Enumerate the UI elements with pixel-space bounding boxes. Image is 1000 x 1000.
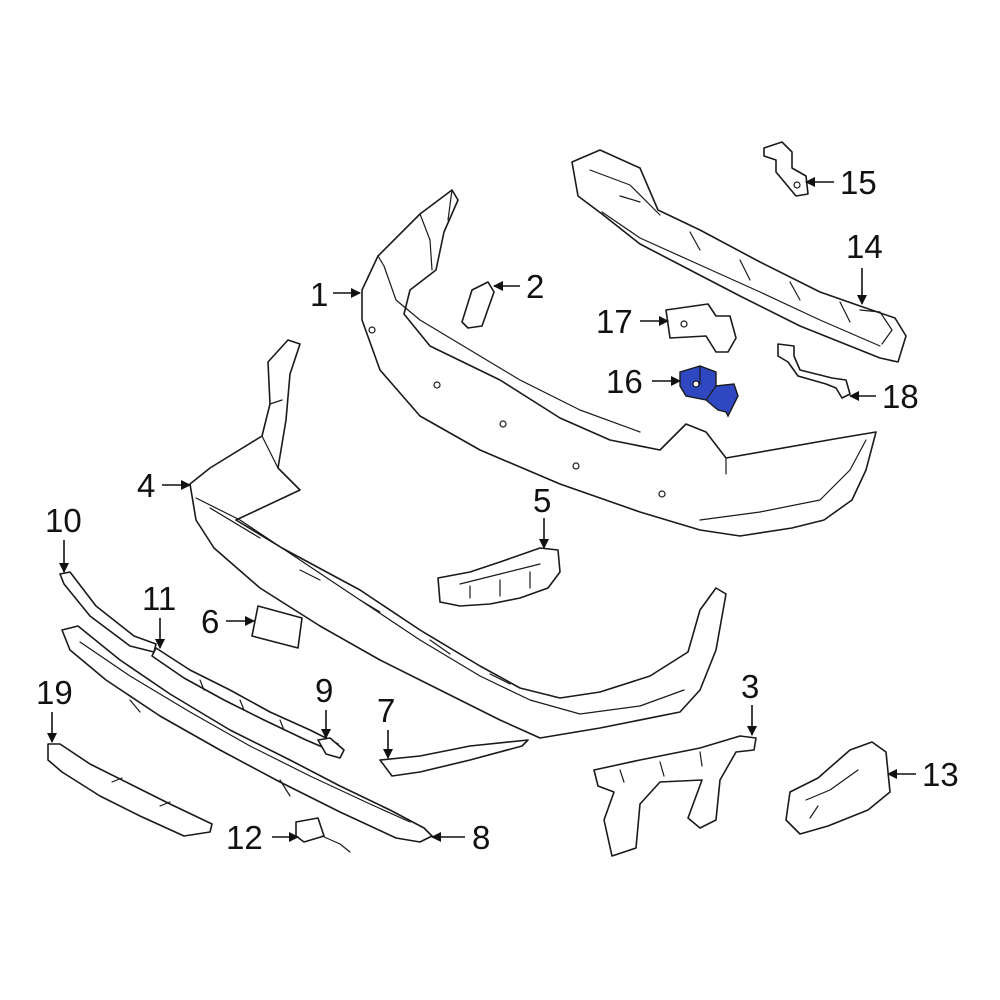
part-16-highlighted-bracket [679, 365, 739, 418]
part-9-connector [317, 737, 345, 759]
part-7-trim [379, 739, 529, 777]
callout-8: 8 [472, 819, 490, 856]
part-5-bracket [437, 547, 561, 607]
callout-18: 18 [882, 378, 919, 415]
callout-14: 14 [846, 228, 883, 265]
callout-4: 4 [137, 467, 155, 504]
part-2-clip [461, 281, 495, 329]
callout-1: 1 [310, 276, 328, 313]
part-14-reinforcement-bar [571, 149, 907, 363]
callout-10: 10 [45, 502, 82, 539]
callout-6: 6 [201, 603, 219, 640]
callout-16: 16 [606, 363, 643, 400]
part-17-bracket [665, 303, 737, 353]
part-1-bumper-cover [361, 189, 877, 537]
part-13-bracket [785, 741, 891, 835]
callout-9: 9 [315, 672, 333, 709]
callout-labels: 1 2 3 4 5 6 7 8 9 10 11 12 13 14 15 16 1… [36, 164, 959, 856]
callout-7: 7 [377, 692, 395, 729]
callout-17: 17 [596, 303, 633, 340]
leader-lines [47, 177, 916, 842]
callout-15: 15 [840, 164, 877, 201]
callout-11: 11 [142, 580, 176, 617]
callout-12: 12 [226, 819, 263, 856]
part-12-sensor [295, 817, 351, 853]
part-19-reflector [47, 743, 213, 837]
callout-3: 3 [741, 668, 759, 705]
part-4-lower-bumper-cover [189, 339, 727, 739]
callout-5: 5 [533, 482, 551, 519]
callout-13: 13 [922, 756, 959, 793]
callout-2: 2 [526, 268, 544, 305]
part-6-plate [251, 605, 303, 649]
part-18-bracket [777, 343, 851, 399]
part-3-bracket [593, 735, 757, 857]
part-15-bracket [763, 141, 809, 197]
callout-19: 19 [36, 674, 73, 711]
